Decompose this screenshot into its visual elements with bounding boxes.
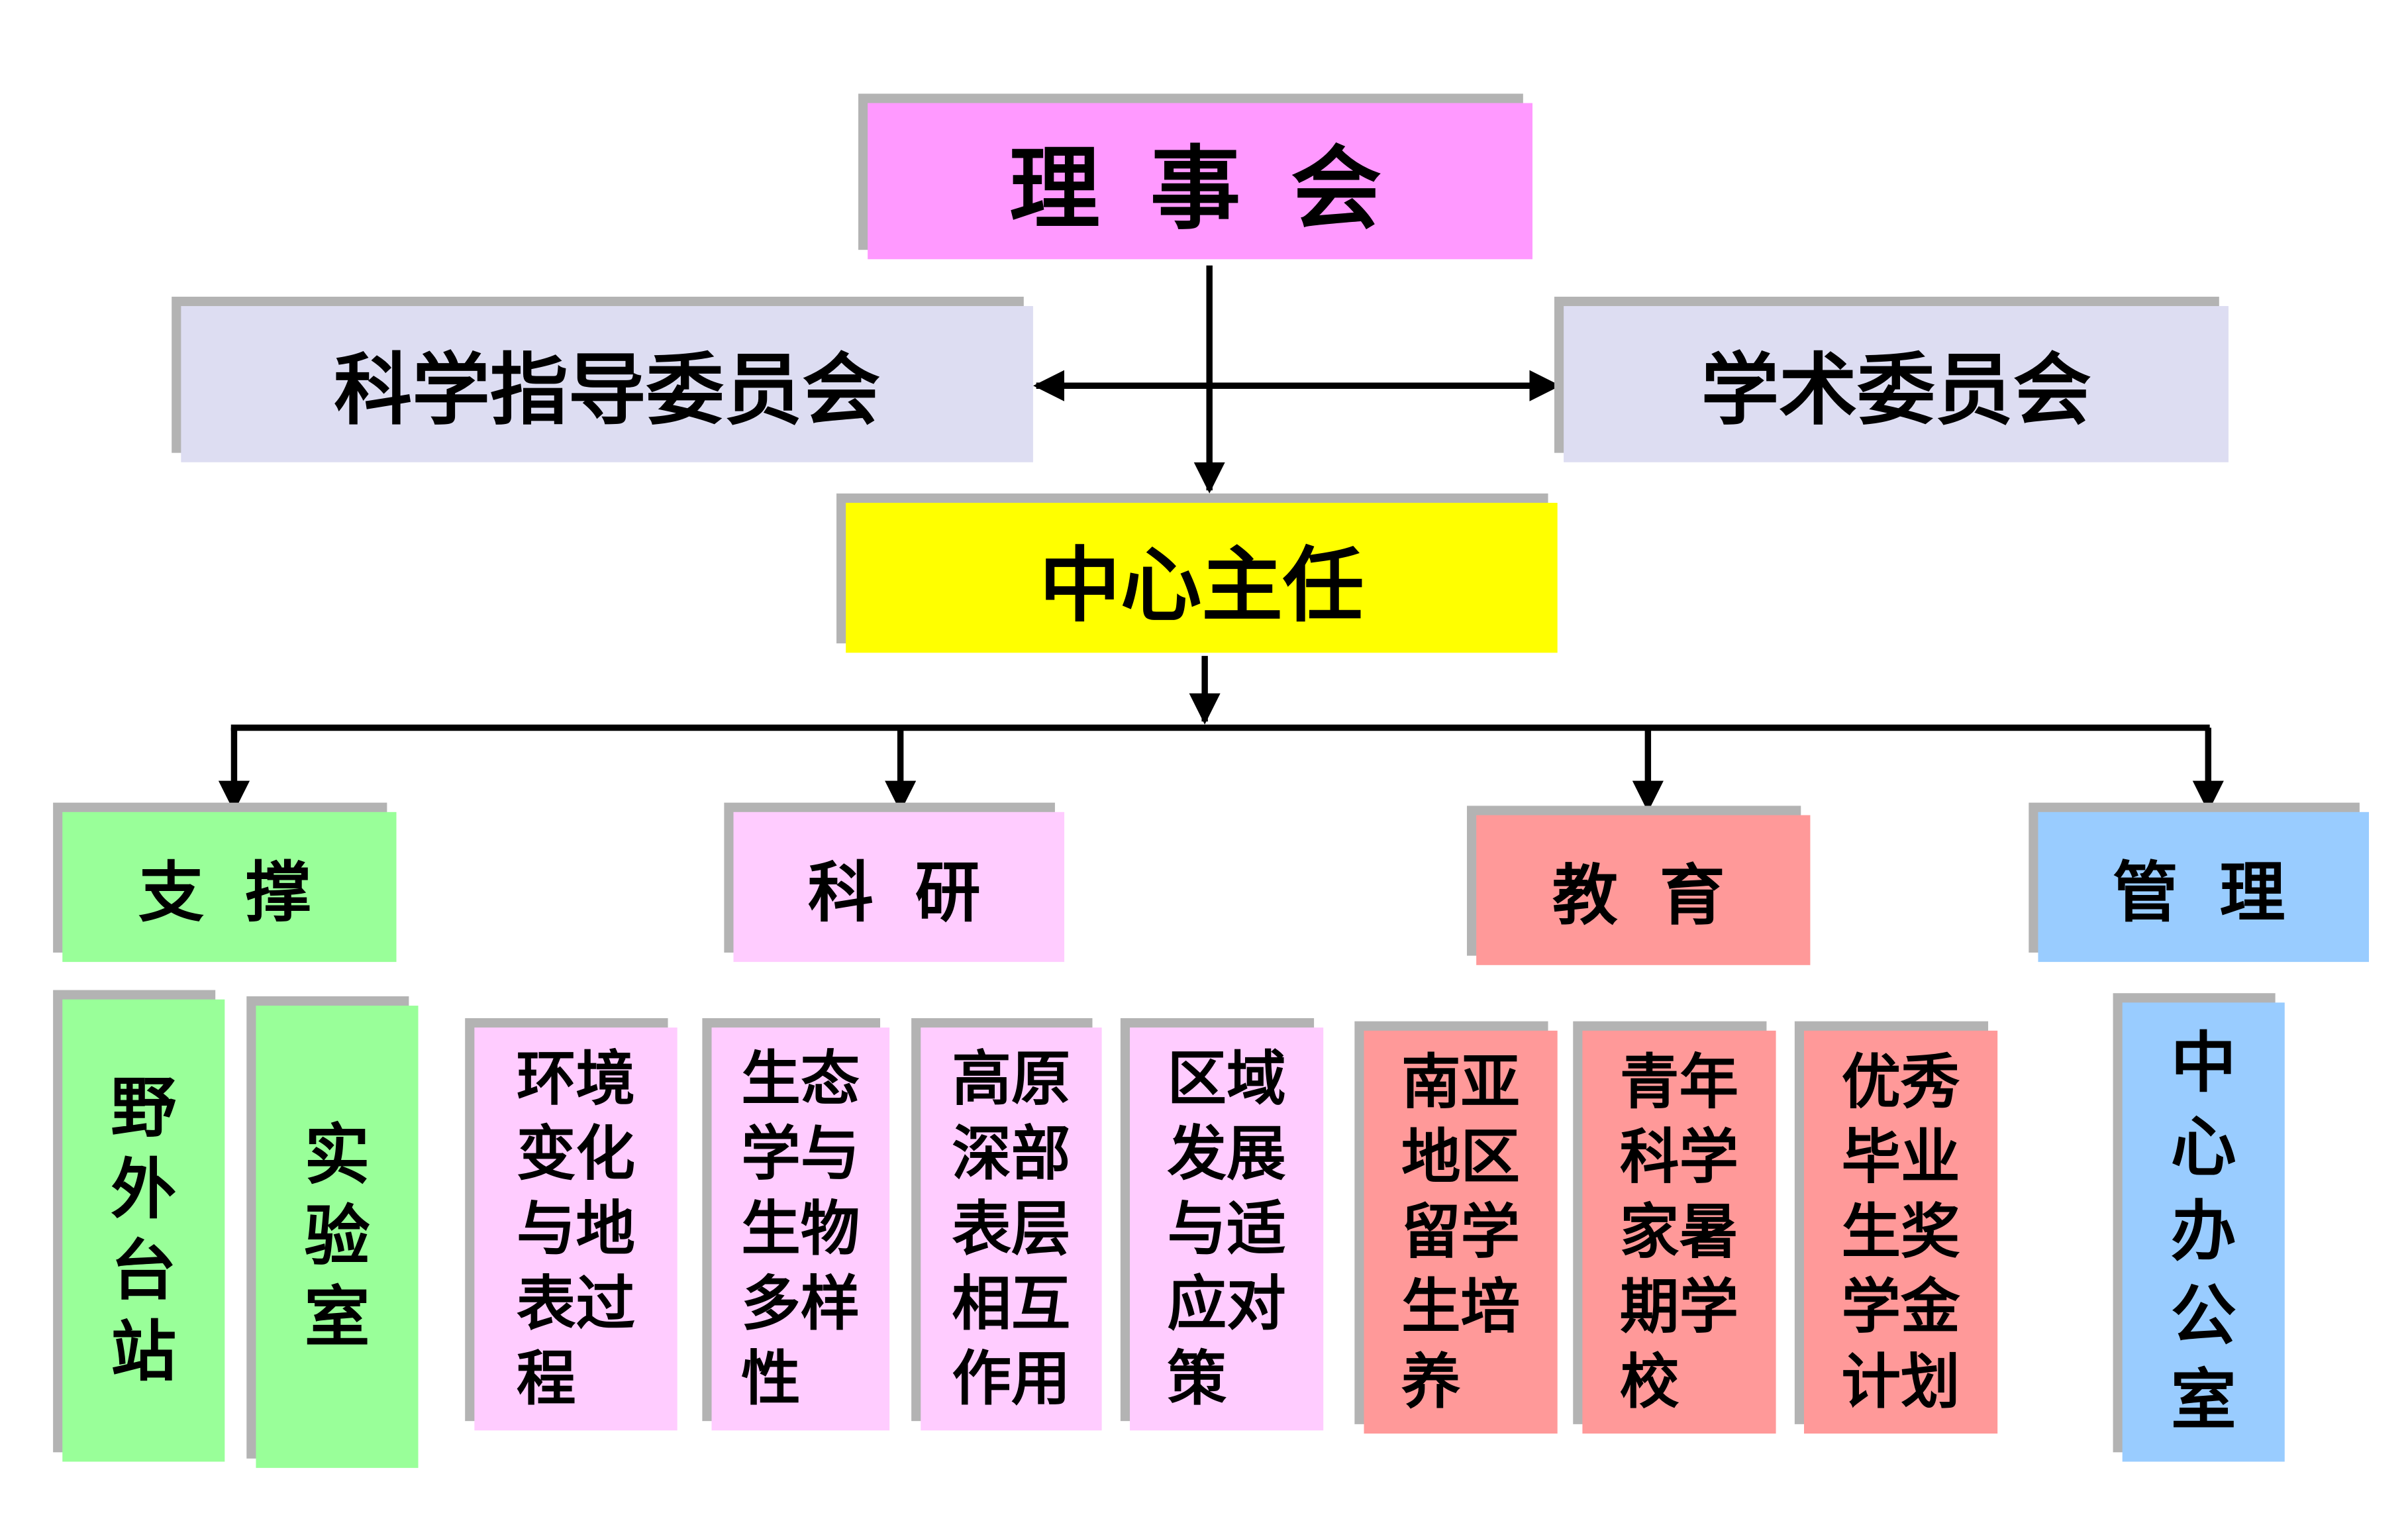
- director-box: 中心主任: [846, 503, 1558, 653]
- south-asia-students-box: 南亚 地区 留学 生培 养: [1364, 1030, 1558, 1434]
- env-change-box: 环境 变化 与地 表过 程: [474, 1027, 677, 1431]
- plateau-box: 高原 深部 表层 相互 作用: [921, 1027, 1102, 1431]
- field-station-label: 野 外 台 站: [111, 1069, 177, 1390]
- field-station-box: 野 外 台 站: [62, 999, 225, 1462]
- center-office-label: 中 心 办 公 室: [2170, 1024, 2236, 1439]
- plateau-label: 高原 深部 表层 相互 作用: [952, 1045, 1071, 1414]
- scholarship-label: 优秀 毕业 生奖 学金 计划: [1841, 1047, 1960, 1417]
- support-department-box: 支 撑: [62, 812, 397, 963]
- science-committee-box: 科学指导委员会: [181, 306, 1033, 462]
- env-change-label: 环境 变化 与地 表过 程: [516, 1045, 636, 1414]
- board-box: 理 事 会: [868, 103, 1532, 260]
- laboratory-label: 实 验 室: [304, 1116, 370, 1356]
- regional-development-box: 区域 发展 与适 应对 策: [1130, 1027, 1324, 1431]
- director-label: 中心主任: [1039, 539, 1364, 633]
- academic-committee-label: 学术委员会: [1701, 344, 2091, 436]
- education-department-label: 教 育: [1552, 856, 1734, 933]
- research-department-box: 科 研: [733, 812, 1065, 963]
- summer-school-label: 青年 科学 家暑 期学 校: [1619, 1047, 1739, 1417]
- center-office-box: 中 心 办 公 室: [2122, 1002, 2285, 1462]
- summer-school-box: 青年 科学 家暑 期学 校: [1582, 1030, 1776, 1434]
- education-department-box: 教 育: [1476, 815, 1811, 965]
- ecology-label: 生态 学与 生物 多样 性: [741, 1045, 860, 1414]
- board-label: 理 事 会: [1009, 136, 1391, 242]
- support-department-label: 支 撑: [138, 853, 321, 930]
- south-asia-students-label: 南亚 地区 留学 生培 养: [1401, 1047, 1521, 1417]
- scholarship-box: 优秀 毕业 生奖 学金 计划: [1803, 1030, 1998, 1434]
- science-committee-label: 科学指导委员会: [334, 344, 881, 436]
- ecology-box: 生态 学与 生物 多样 性: [711, 1027, 890, 1431]
- laboratory-box: 实 验 室: [256, 1006, 419, 1468]
- management-department-label: 管 理: [2112, 853, 2295, 930]
- management-department-box: 管 理: [2038, 812, 2370, 963]
- academic-committee-box: 学术委员会: [1564, 306, 2229, 462]
- regional-development-label: 区域 发展 与适 应对 策: [1167, 1045, 1286, 1414]
- research-department-label: 科 研: [807, 853, 990, 930]
